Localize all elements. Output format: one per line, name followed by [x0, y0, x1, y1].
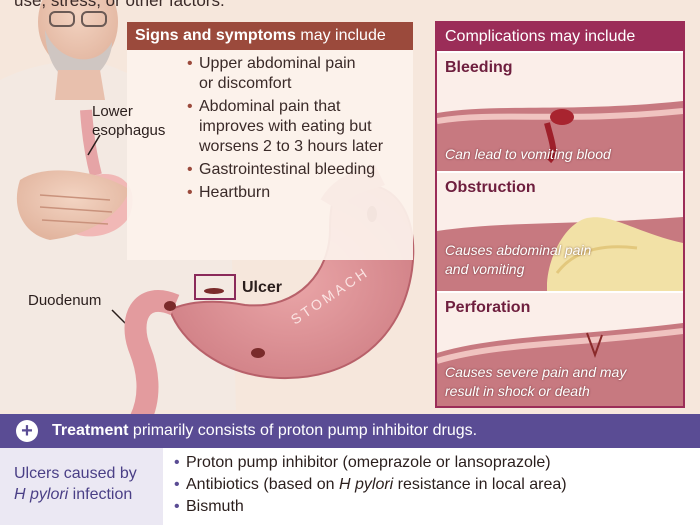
sign-item: Heartburn	[187, 183, 383, 203]
perforation-title: Perforation	[445, 299, 531, 316]
bleeding-title: Bleeding	[445, 59, 513, 76]
antibiotics-italic: H pylori	[338, 476, 394, 493]
signs-header: Signs and symptoms may include	[127, 22, 413, 50]
perforation-caption-line: Causes severe pain and may	[445, 364, 627, 380]
plus-icon: +	[16, 420, 38, 442]
treatment-item: Bismuth	[174, 496, 567, 518]
ulcer-spot	[251, 348, 265, 358]
glasses-right	[81, 11, 107, 27]
glasses-left	[49, 11, 75, 27]
obstruction-panel: Obstruction Causes abdominal pain and vom…	[437, 173, 683, 291]
antibiotics-post: resistance in local area)	[393, 476, 567, 493]
complications-box: Complications may include Bleeding Can l…	[435, 21, 685, 408]
treatment-rest: primarily consists of proton pump inhibi…	[128, 422, 478, 439]
ulcer-spot	[204, 288, 224, 294]
signs-box: Signs and symptoms may include Upper abd…	[127, 22, 413, 260]
bleeding-caption: Can lead to vomiting blood	[445, 146, 611, 162]
treatment-bar: + Treatment primarily consists of proton…	[0, 414, 700, 448]
cause-rest: infection	[68, 486, 133, 503]
obstruction-illustration	[437, 173, 683, 291]
treatment-item: Antibiotics (based on H pylori resistanc…	[174, 474, 567, 496]
label-esophagus: esophagus	[92, 122, 166, 139]
perforation-caption: Causes severe pain and may result in shoc…	[445, 363, 626, 401]
bleeding-panel: Bleeding Can lead to vomiting blood	[437, 53, 683, 171]
treatment-list: Proton pump inhibitor (omeprazole or lan…	[174, 452, 567, 518]
neck-shape	[55, 70, 105, 100]
obstruction-title: Obstruction	[445, 179, 536, 196]
duodenum-label: Duodenum	[28, 292, 102, 309]
ulcer-spot	[164, 301, 176, 311]
perforation-illustration	[437, 293, 683, 406]
treatment-cause-panel: Ulcers caused by H pylori infection	[0, 448, 163, 525]
ulcer-label: Ulcer	[242, 279, 283, 296]
lower-esophagus-label: Lower esophagus	[92, 102, 165, 140]
signs-title-bold: Signs and symptoms	[135, 27, 296, 44]
cause-line: Ulcers caused by	[14, 465, 137, 482]
treatment-row: Ulcers caused by H pylori infection Proto…	[0, 448, 700, 525]
duodenum-shape	[124, 290, 180, 425]
beard-shape	[45, 30, 112, 82]
bleeding-illustration	[437, 53, 683, 171]
obstruction-caption-line: and vomiting	[445, 261, 525, 277]
signs-title-rest: may include	[295, 27, 386, 44]
finger-lines	[39, 194, 113, 225]
obstruction-caption: Causes abdominal pain and vomiting	[445, 241, 591, 279]
complications-header: Complications may include	[437, 23, 683, 51]
perforation-caption-line: result in shock or death	[445, 383, 590, 399]
obstruction-caption-line: Causes abdominal pain	[445, 242, 592, 258]
esophagus-leader	[87, 134, 101, 156]
hand-shape	[16, 170, 130, 240]
treatment-cause: Ulcers caused by H pylori infection	[14, 463, 137, 505]
sign-item: Gastrointestinal bleeding	[187, 160, 383, 180]
ulcer-highlight-box	[194, 274, 236, 300]
treatment-text: Treatment primarily consists of proton p…	[52, 414, 477, 448]
intro-text: use, stress, or other factors.	[14, 0, 225, 10]
cause-italic: H pylori	[14, 486, 69, 503]
perforation-panel: Perforation Causes severe pain and may re…	[437, 293, 683, 406]
antibiotics-pre: Antibiotics (based on	[186, 476, 339, 493]
label-lower: Lower	[92, 103, 133, 120]
esophagus-shape	[80, 109, 102, 177]
treatment-bold: Treatment	[52, 422, 129, 439]
treatment-item: Proton pump inhibitor (omeprazole or lan…	[174, 452, 567, 474]
